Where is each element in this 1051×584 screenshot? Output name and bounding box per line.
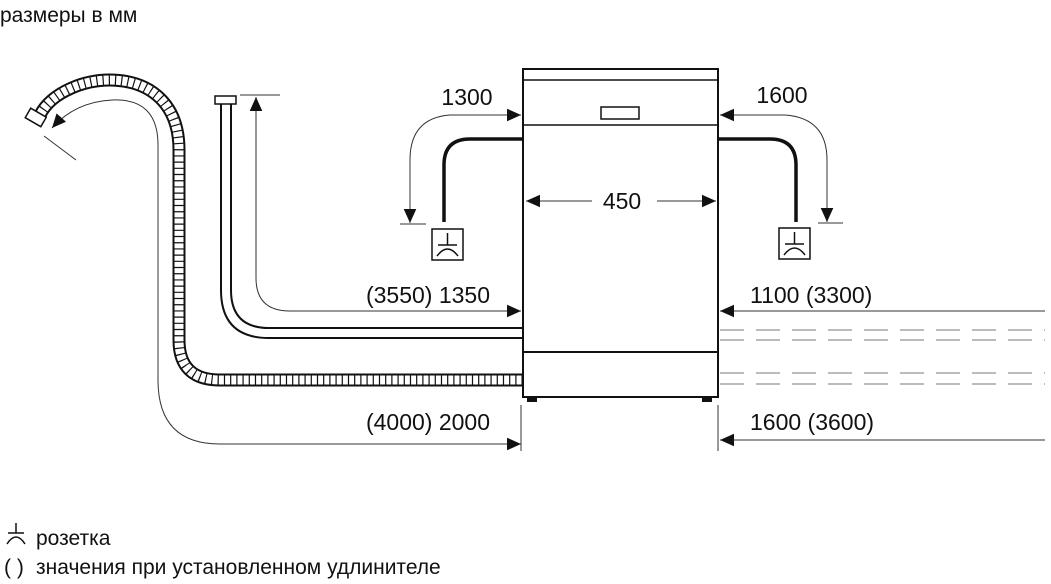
inlet-connector [214,95,237,105]
legend-parentheses-label: значения при установленном удлинителе [36,556,441,579]
inlet-hose [214,95,522,339]
inlet-extension-dashed [720,329,1045,341]
control-display [600,106,640,120]
socket-icon [6,523,26,545]
legend-socket-label: розетка [36,527,111,550]
drain-right-length: 1600 (3600) [750,409,874,435]
inlet-left-length: (3550) 1350 [366,282,490,308]
cord-left-length: 1300 [441,84,492,110]
cord-right-length: 1600 [756,82,807,108]
width-label: 450 [603,188,641,214]
diagram-title: размеры в мм [0,4,137,27]
legend-parentheses-symbol: ( ) [4,556,24,579]
legend: розетка ( ) значения при установленном у… [4,523,441,579]
foot-left [527,397,537,402]
drain-extension-dashed [720,372,1045,385]
drain-left-length: (4000) 2000 [366,409,490,435]
cord-right-arrow-down [784,114,834,222]
cord-left-arrow-down [403,114,451,223]
socket-icon [431,228,464,261]
foot-right [702,397,712,402]
power-cord-left [442,137,522,222]
dishwasher [522,68,719,402]
drain-hose [24,73,522,387]
socket-icon [778,227,811,260]
power-cord-right [718,137,798,222]
inlet-right-length: 1100 (3300) [750,282,872,308]
drain-hose-end [24,107,48,128]
inlet-left-arrow [249,97,521,312]
drain-left-arrow [51,99,521,445]
drain-tick [43,135,77,161]
